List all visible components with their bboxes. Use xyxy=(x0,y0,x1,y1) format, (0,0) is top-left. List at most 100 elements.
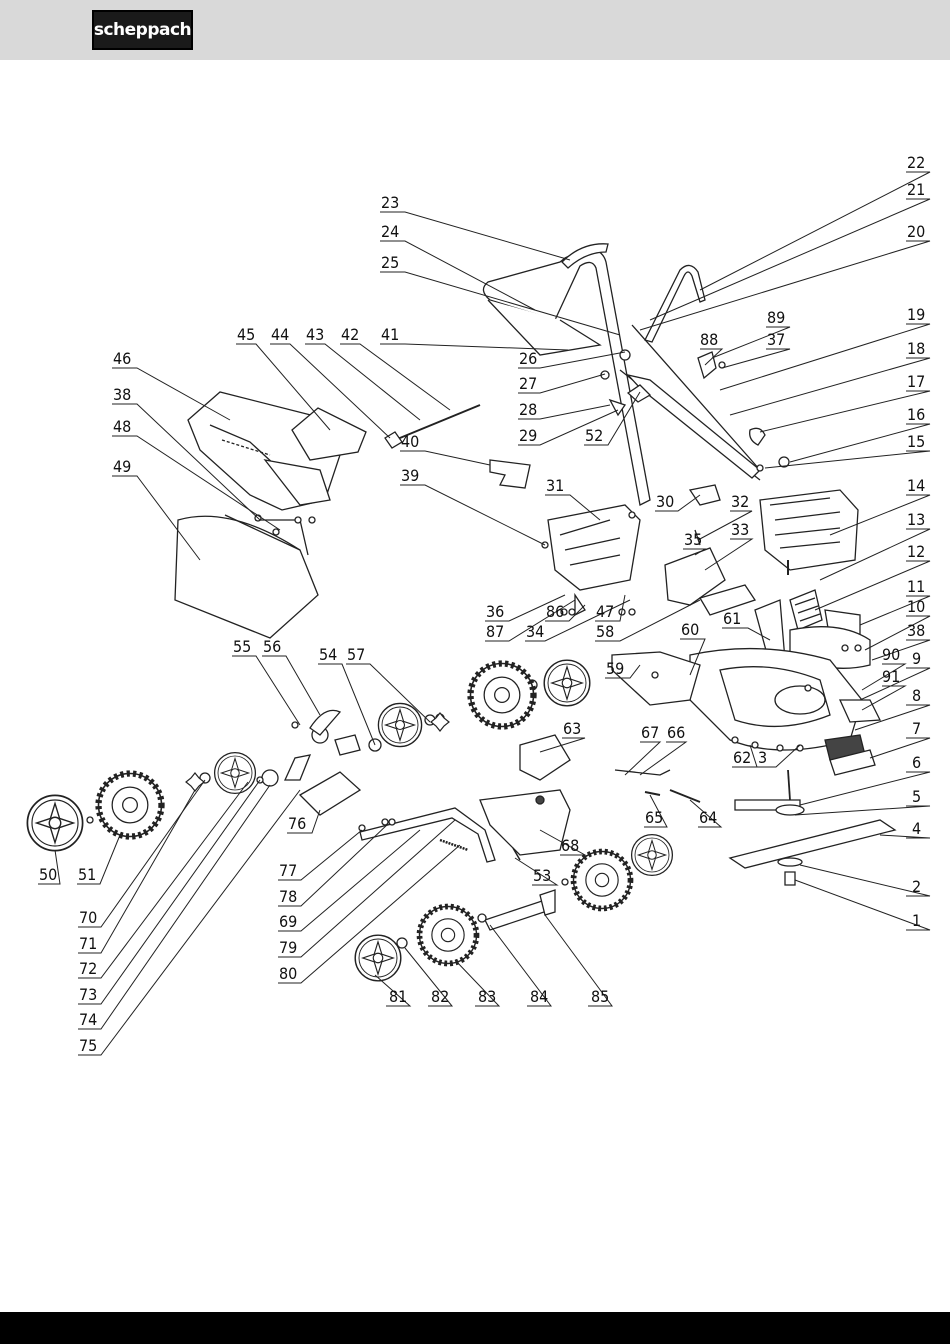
callout-90: 90 xyxy=(882,645,900,664)
callout-40: 40 xyxy=(401,432,419,451)
callout-44: 44 xyxy=(271,325,289,344)
callout-22: 22 xyxy=(907,153,925,172)
callout-83: 83 xyxy=(478,987,496,1006)
callout-17: 17 xyxy=(907,372,925,391)
callout-20: 20 xyxy=(907,222,925,241)
callout-63: 63 xyxy=(563,719,581,738)
height-adjust-lever xyxy=(360,808,495,862)
callout-25: 25 xyxy=(381,253,399,272)
callout-35: 35 xyxy=(684,530,702,549)
callout-12: 12 xyxy=(907,542,925,561)
callout-19: 19 xyxy=(907,305,925,324)
callout-71: 71 xyxy=(79,934,97,953)
callout-85: 85 xyxy=(591,987,609,1006)
callout-33: 33 xyxy=(731,520,749,539)
lever-88 xyxy=(698,352,716,378)
callout-1: 1 xyxy=(912,911,921,930)
callout-51: 51 xyxy=(78,865,96,884)
callout-11: 11 xyxy=(907,577,925,596)
callout-50: 50 xyxy=(39,865,57,884)
exploded-parts-diagram: 22 21 20 19 18 17 16 15 14 13 12 11 10 3… xyxy=(0,0,950,1312)
callout-32: 32 xyxy=(731,492,749,511)
blade xyxy=(730,820,895,868)
callout-79: 79 xyxy=(279,938,297,957)
callout-31: 31 xyxy=(546,476,564,495)
page-footer-bar xyxy=(0,1312,950,1344)
callout-38b: 38 xyxy=(907,621,925,640)
callout-38: 38 xyxy=(113,385,131,404)
callout-69: 69 xyxy=(279,912,297,931)
callout-14: 14 xyxy=(907,476,925,495)
grass-bag xyxy=(175,516,318,638)
callout-82: 82 xyxy=(431,987,449,1006)
callout-36: 36 xyxy=(486,602,504,621)
callout-3: 3 xyxy=(758,748,767,767)
lower-handle xyxy=(628,375,760,478)
callout-41: 41 xyxy=(381,325,399,344)
callout-8: 8 xyxy=(912,686,921,705)
callout-52: 52 xyxy=(585,426,603,445)
callout-57: 57 xyxy=(347,645,365,664)
callout-58: 58 xyxy=(596,622,614,641)
callout-5: 5 xyxy=(912,787,921,806)
callout-89: 89 xyxy=(767,308,785,327)
callout-7: 7 xyxy=(912,719,921,738)
callout-4: 4 xyxy=(912,819,921,838)
callout-6: 6 xyxy=(912,753,921,772)
callout-29: 29 xyxy=(519,426,537,445)
callout-67: 67 xyxy=(641,723,659,742)
callout-46: 46 xyxy=(113,349,131,368)
callout-76: 76 xyxy=(288,814,306,833)
callout-16: 16 xyxy=(907,405,925,424)
callout-15: 15 xyxy=(907,432,925,451)
callout-10: 10 xyxy=(907,597,925,616)
callout-18: 18 xyxy=(907,339,925,358)
callout-72: 72 xyxy=(79,959,97,978)
callout-78: 78 xyxy=(279,887,297,906)
callout-86: 86 xyxy=(546,602,564,621)
callout-91: 91 xyxy=(882,667,900,686)
callout-37: 37 xyxy=(767,330,785,349)
callout-45: 45 xyxy=(237,325,255,344)
callout-70: 70 xyxy=(79,908,97,927)
callout-74: 74 xyxy=(79,1010,97,1029)
callout-80: 80 xyxy=(279,964,297,983)
callout-66: 66 xyxy=(667,723,685,742)
callout-60: 60 xyxy=(681,620,699,639)
wheels xyxy=(27,660,672,981)
callout-73: 73 xyxy=(79,985,97,1004)
callout-27: 27 xyxy=(519,374,537,393)
callout-55: 55 xyxy=(233,637,251,656)
callout-88: 88 xyxy=(700,330,718,349)
callout-43: 43 xyxy=(306,325,324,344)
callout-30: 30 xyxy=(656,492,674,511)
callout-9: 9 xyxy=(912,649,921,668)
callout-34: 34 xyxy=(526,622,544,641)
callout-65: 65 xyxy=(645,808,663,827)
callout-59: 59 xyxy=(606,659,624,678)
callout-48: 48 xyxy=(113,417,131,436)
callout-28: 28 xyxy=(519,400,537,419)
callout-26: 26 xyxy=(519,349,537,368)
callout-54: 54 xyxy=(319,645,337,664)
callout-13: 13 xyxy=(907,510,925,529)
callout-42: 42 xyxy=(341,325,359,344)
callout-47: 47 xyxy=(596,602,614,621)
callout-21: 21 xyxy=(907,180,925,199)
bail-bar xyxy=(645,265,705,342)
callout-39: 39 xyxy=(401,466,419,485)
callout-23: 23 xyxy=(381,193,399,212)
callout-2: 2 xyxy=(912,877,921,896)
rear-flap xyxy=(548,505,640,590)
callout-56: 56 xyxy=(263,637,281,656)
callout-77: 77 xyxy=(279,861,297,880)
callout-64: 64 xyxy=(699,808,717,827)
callout-49: 49 xyxy=(113,457,131,476)
callout-24: 24 xyxy=(381,222,399,241)
callout-87: 87 xyxy=(486,622,504,641)
callout-68: 68 xyxy=(561,836,579,855)
callout-75: 75 xyxy=(79,1036,97,1055)
callout-53: 53 xyxy=(533,866,551,885)
callout-81: 81 xyxy=(389,987,407,1006)
callout-84: 84 xyxy=(530,987,548,1006)
